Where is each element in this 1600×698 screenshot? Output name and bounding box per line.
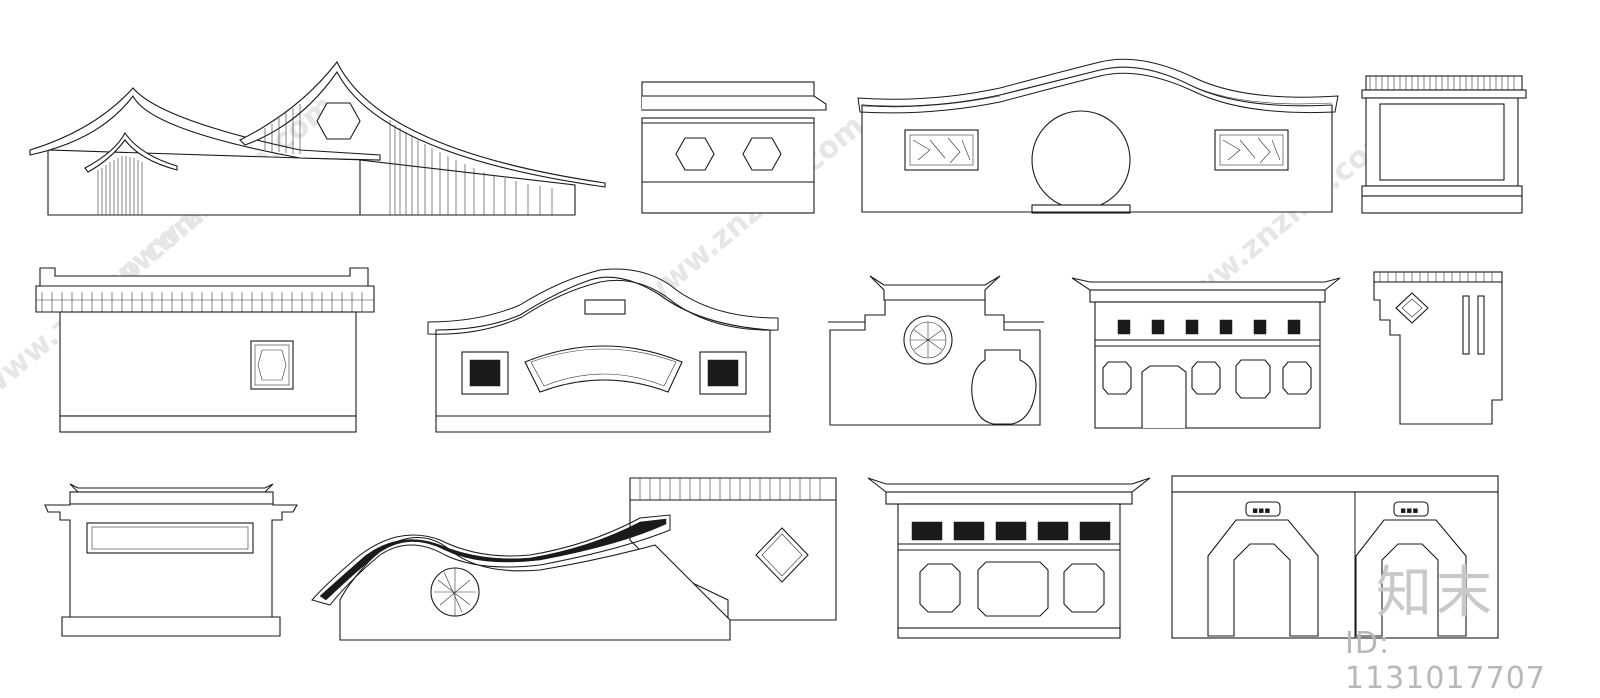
wall-elevation-2 [641, 81, 827, 214]
znzmo-logo-watermark: 知末 [1376, 561, 1496, 626]
wall-elevation-5 [35, 267, 375, 433]
wall-elevation-3 [857, 58, 1339, 214]
wall-elevation-8 [1071, 277, 1341, 429]
wall-elevation-12 [867, 477, 1151, 639]
wall-elevation-6 [427, 268, 779, 433]
wall-elevation-13: ▪▪▪ ▪▪▪ [1171, 475, 1499, 639]
wall-elevation-1 [29, 60, 606, 216]
wall-elevation-10 [44, 483, 298, 637]
svg-text:▪▪▪: ▪▪▪ [1252, 506, 1270, 516]
svg-text:▪▪▪: ▪▪▪ [1400, 506, 1418, 516]
image-id-watermark: ID: 1131017707 [1345, 626, 1546, 696]
wall-elevation-4 [1361, 75, 1527, 214]
wall-elevation-9 [1373, 271, 1503, 425]
wall-elevation-11 [311, 477, 837, 641]
wall-elevation-7 [828, 275, 1044, 426]
